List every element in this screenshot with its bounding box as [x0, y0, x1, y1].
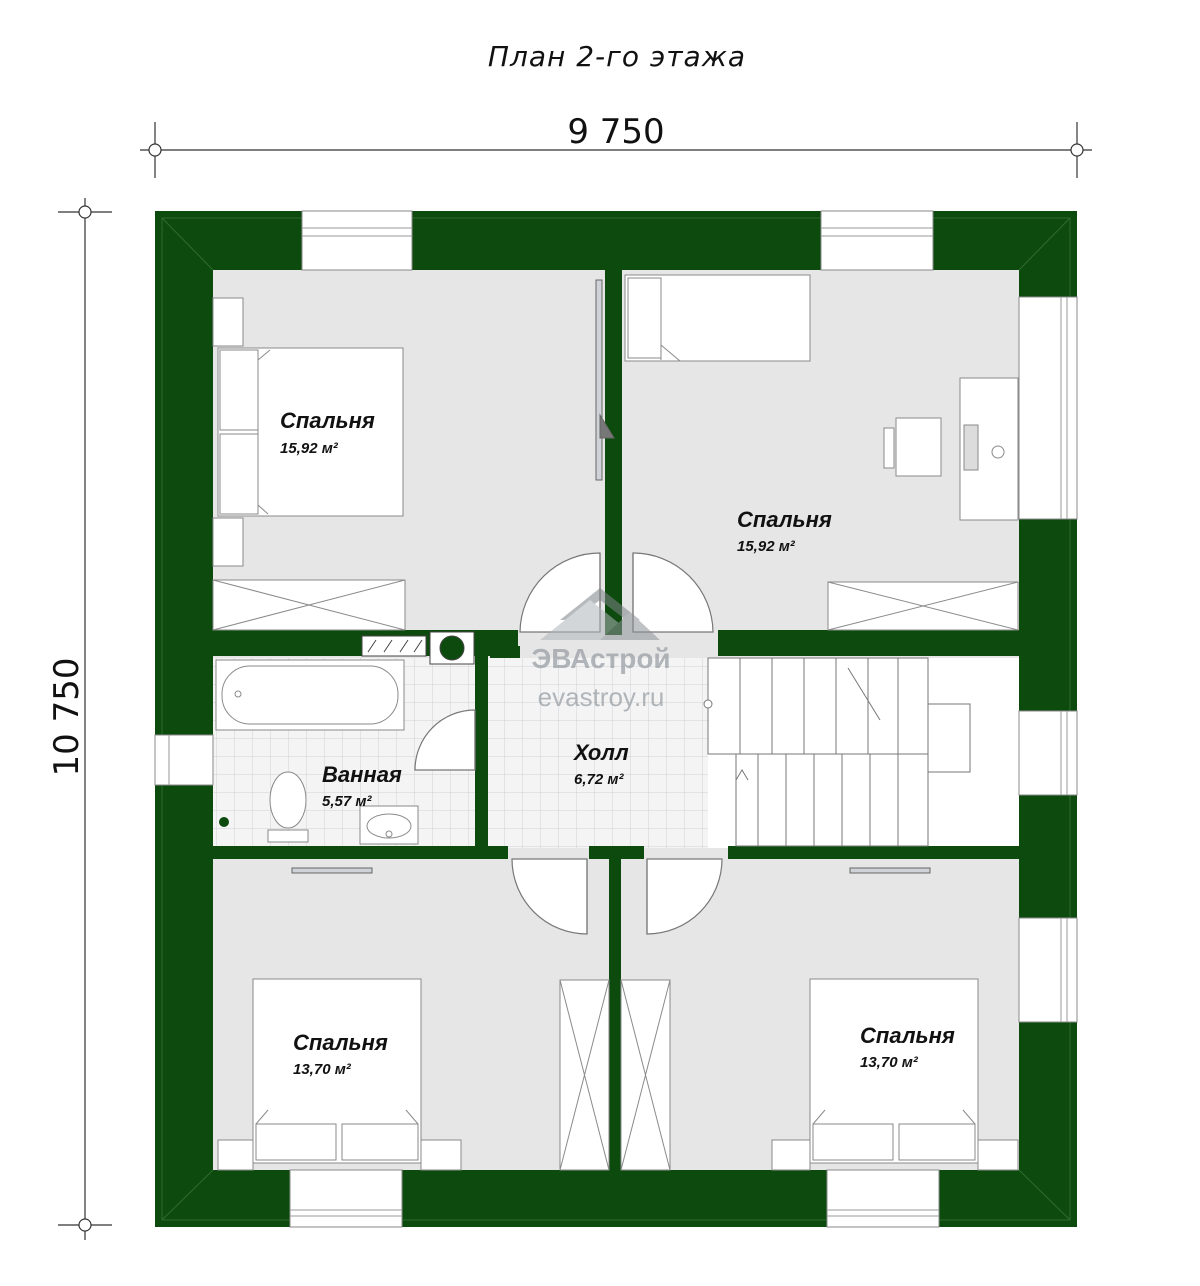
svg-text:13,70 м²: 13,70 м²: [293, 1061, 352, 1078]
svg-text:15,92 м²: 15,92 м²: [737, 538, 796, 555]
room-spalnya-top-left: Спальня 15,92 м²: [280, 408, 375, 457]
svg-text:Спальня: Спальня: [293, 1030, 388, 1055]
watermark-url: evastroy.ru: [538, 682, 665, 712]
room-spalnya-bottom-left: Спальня 13,70 м²: [293, 1030, 388, 1078]
bathroom-equipment: [361, 631, 475, 665]
svg-text:Спальня: Спальня: [860, 1023, 955, 1048]
doors: [414, 552, 723, 935]
desk-top-right: [883, 377, 1019, 521]
svg-text:6,72 м²: 6,72 м²: [574, 771, 624, 788]
bed-top-right: [624, 274, 811, 362]
svg-text:Спальня: Спальня: [737, 507, 832, 532]
width-dimension-label: 9 750: [567, 112, 664, 152]
window-panes: [168, 227, 1068, 1217]
room-spalnya-top-right: Спальня 15,92 м²: [737, 507, 832, 555]
watermark-brand: ЭВАстрой: [531, 643, 670, 674]
windows: [154, 210, 1078, 1228]
room-holl: Холл 6,72 м²: [572, 740, 629, 788]
tv-top-left: [595, 279, 615, 481]
width-dimension: [140, 122, 1092, 178]
wardrobe-top-left: [212, 579, 406, 631]
wardrobe-top-right: [827, 581, 1019, 631]
toilet: [267, 771, 309, 843]
height-dimension: [58, 198, 112, 1240]
bed-bottom-right: [771, 978, 1019, 1171]
floor-drain: [219, 817, 229, 827]
bed-top-left: [212, 297, 404, 567]
svg-text:Ванная: Ванная: [322, 762, 402, 787]
interior-walls: [213, 270, 1019, 1170]
svg-text:Холл: Холл: [572, 740, 629, 765]
bed-bottom-left: [217, 978, 462, 1171]
svg-text:13,70 м²: 13,70 м²: [860, 1054, 919, 1071]
svg-text:Спальня: Спальня: [280, 408, 375, 433]
watermark-logo-icon: [540, 588, 660, 640]
staircase: [703, 657, 971, 847]
room-vannaya: Ванная 5,57 м²: [322, 762, 402, 810]
svg-text:5,57 м²: 5,57 м²: [322, 793, 372, 810]
height-dimension-label: 10 750: [47, 658, 87, 777]
plan-title: План 2-го этажа: [488, 40, 746, 73]
hall-floor: [488, 658, 708, 848]
bathtub: [215, 659, 405, 731]
room-spalnya-bottom-right: Спальня 13,70 м²: [860, 1023, 955, 1071]
svg-text:15,92 м²: 15,92 м²: [280, 440, 339, 457]
wardrobes-bottom: [559, 979, 671, 1171]
sink: [359, 805, 419, 845]
tv-bottom: [291, 867, 931, 874]
